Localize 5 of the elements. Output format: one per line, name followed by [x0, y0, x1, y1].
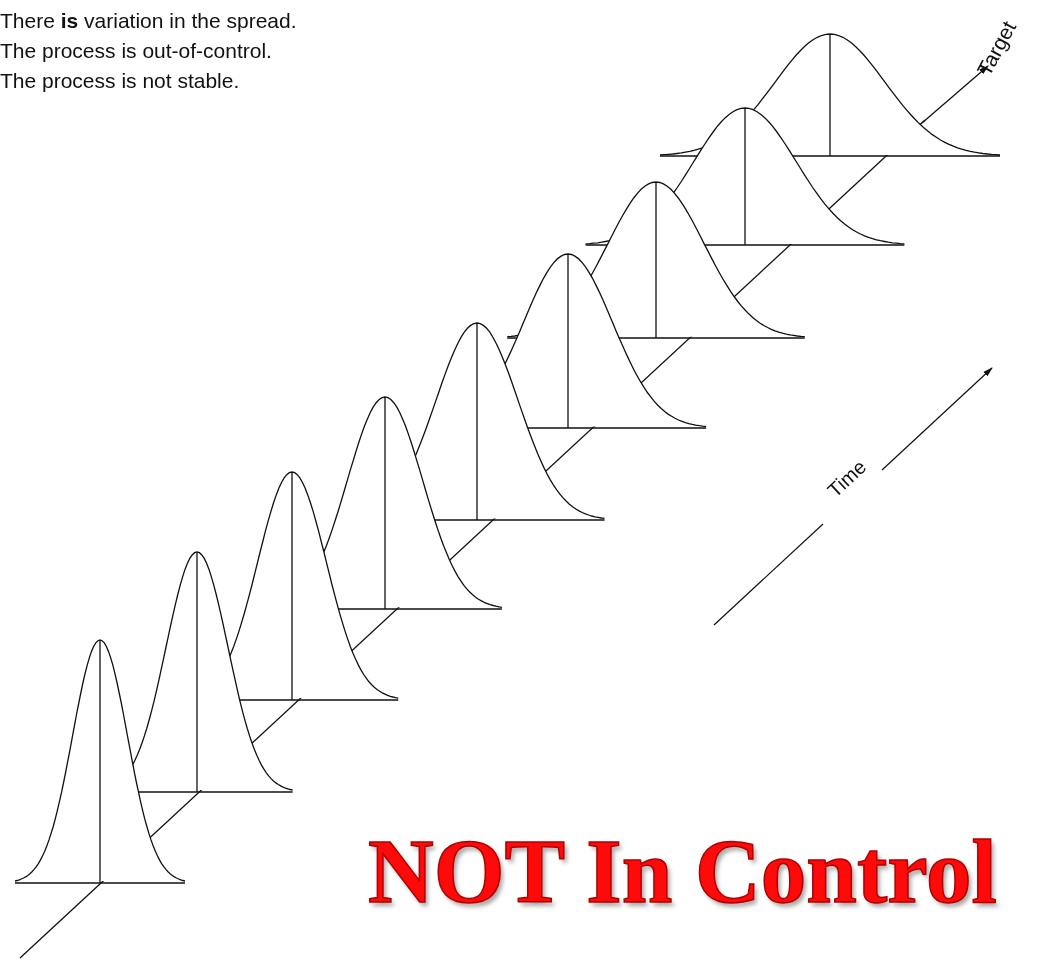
note-text: The process is not stable.: [0, 70, 240, 91]
note-text: There is variation in the spread.: [0, 10, 297, 31]
title: NOT In Control: [368, 826, 997, 917]
note-text: The process is out-of-control.: [0, 40, 272, 61]
axis-label: Time: [824, 456, 870, 501]
